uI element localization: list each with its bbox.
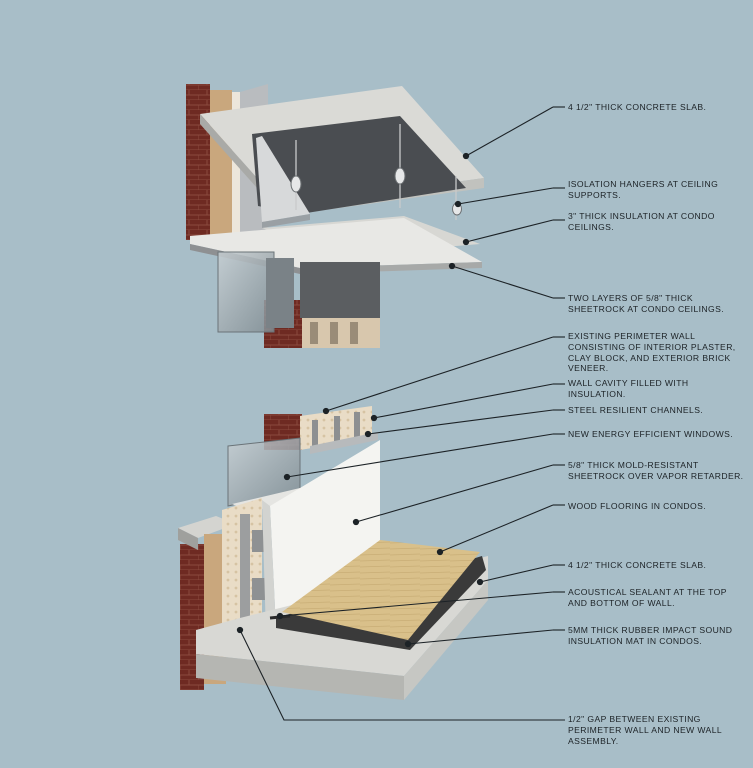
brick-veneer-top <box>186 84 210 240</box>
ceiling-assembly <box>186 84 484 348</box>
callout-slab-top: 4 1/2" thick concrete slab. <box>568 102 707 112</box>
callout-isolation-hangers: Isolation hangers at ceiling supports. <box>568 179 719 200</box>
exterior-sill <box>178 516 236 538</box>
isolation-hanger <box>394 167 406 185</box>
callout-resilient-channels: Steel resilient channels. <box>568 405 704 415</box>
plaster-top <box>232 92 240 238</box>
isolation-hanger <box>290 175 302 193</box>
leader-lines <box>236 106 565 721</box>
callout-mold-resistant-sheetrock: 5/8" thick mold-resistant sheetrock over… <box>568 460 744 481</box>
callout-perimeter-wall: Existing perimeter wall consisting of in… <box>568 331 736 374</box>
callout-wood-flooring: Wood flooring in condos. <box>568 501 707 511</box>
callout-windows: New energy efficient windows. <box>568 429 734 439</box>
floor-wall-assembly <box>178 406 488 700</box>
callout-slab-bottom: 4 1/2" thick concrete slab. <box>568 560 707 570</box>
window-top <box>217 251 275 333</box>
callout-ceiling-insulation: 3" thick insulation at condo ceilings. <box>568 211 715 232</box>
callout-wall-cavity: Wall cavity filled with insulation. <box>568 378 689 399</box>
ceiling-cavity <box>252 116 466 214</box>
callout-acoustical-sealant: Acoustical sealant at the top and bottom… <box>568 587 727 608</box>
callout-rubber-mat: 5mm thick rubber impact sound insulation… <box>568 625 733 646</box>
wood-flooring <box>282 540 480 640</box>
callout-half-inch-gap: 1/2" gap between existing perimeter wall… <box>568 714 722 746</box>
mold-resistant-sheetrock <box>270 440 380 628</box>
resilient-channel <box>310 432 378 454</box>
callout-sheetrock-ceiling: Two layers of 5/8" thick sheetrock at co… <box>568 293 725 314</box>
